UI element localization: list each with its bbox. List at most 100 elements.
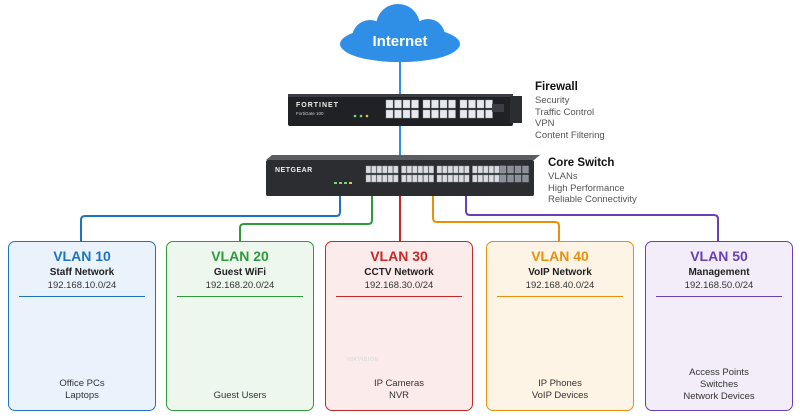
vlan-title: VLAN 10 <box>53 248 111 264</box>
vlan-device-list: Office PCs Laptops <box>9 378 155 402</box>
ethernet-port <box>442 174 448 183</box>
vlan-title: VLAN 20 <box>211 248 269 264</box>
ethernet-port <box>406 165 412 174</box>
vlan-network-name: Guest WiFi <box>213 267 267 278</box>
ethernet-port <box>453 174 459 183</box>
ethernet-port <box>417 174 423 183</box>
ethernet-port <box>428 174 434 183</box>
vlan-device: IP Cameras <box>374 378 424 389</box>
vlan-device-list: Guest Users <box>167 390 313 402</box>
ethernet-port <box>401 174 407 183</box>
ethernet-port <box>476 109 485 119</box>
ethernet-port <box>468 99 476 109</box>
switch-feature: VLANs <box>548 171 578 182</box>
vlan-card-20: VLAN 20 Guest WiFi 192.168.20.0/24 Guest… <box>166 241 314 411</box>
firewall-feature: Security <box>535 95 570 106</box>
ethernet-port <box>477 165 483 174</box>
vlan-network-name: VoIP Network <box>528 267 592 278</box>
vlan-device-list: IP Cameras NVR <box>326 378 472 402</box>
ethernet-port <box>494 174 500 183</box>
vlan-device: Switches <box>699 379 738 390</box>
ethernet-port <box>453 165 459 174</box>
ethernet-port <box>393 174 399 183</box>
ethernet-port <box>459 99 468 109</box>
ethernet-port <box>472 174 478 183</box>
ethernet-port <box>464 165 470 174</box>
ethernet-port <box>442 165 448 174</box>
ethernet-port <box>371 174 377 183</box>
ethernet-port <box>447 174 453 183</box>
vlan-subnet: 192.168.50.0/24 <box>684 280 754 291</box>
ethernet-port <box>401 165 407 174</box>
ethernet-port <box>412 165 418 174</box>
ethernet-port <box>514 174 522 183</box>
ethernet-port <box>447 165 453 174</box>
vlan-device: Guest Users <box>213 390 267 401</box>
ethernet-port <box>477 174 483 183</box>
vlan-card-10: VLAN 10 Staff Network 192.168.10.0/24 Of… <box>8 241 156 411</box>
ethernet-port <box>499 165 507 174</box>
ethernet-port <box>507 165 514 174</box>
switch-brand: NETGEAR <box>275 167 313 174</box>
internet-label: Internet <box>372 33 428 50</box>
vlan-device-list: Access Points Switches Network Devices <box>646 367 792 403</box>
vlan-divider <box>177 296 303 297</box>
vlan-device: Laptops <box>65 390 99 401</box>
ethernet-port <box>476 99 485 109</box>
vlan-divider <box>336 296 462 297</box>
ethernet-port <box>459 109 468 119</box>
ethernet-port <box>458 165 464 174</box>
ethernet-port <box>436 174 442 183</box>
ethernet-port <box>365 174 371 183</box>
ethernet-port <box>458 174 464 183</box>
ethernet-port <box>376 174 382 183</box>
ethernet-port <box>385 109 394 119</box>
ethernet-port <box>522 165 529 174</box>
vlan-divider <box>19 296 145 297</box>
ethernet-port <box>394 99 402 109</box>
vlan20-link <box>239 192 373 241</box>
ethernet-port <box>422 99 431 109</box>
ethernet-port <box>488 165 494 174</box>
vlan-device: Access Points <box>689 367 749 378</box>
firewall-feature: Traffic Control <box>535 106 595 118</box>
ethernet-port <box>394 109 402 119</box>
vlan-network-name: Staff Network <box>49 267 115 278</box>
internet-cloud-icon <box>340 4 460 62</box>
ethernet-port <box>417 165 423 174</box>
vlan-card-30: VLAN 30 CCTV Network 192.168.30.0/24 IP … <box>325 241 473 411</box>
ethernet-port <box>464 174 470 183</box>
firewall-model: FortiGate 100 <box>296 111 324 116</box>
vlan-card-50: VLAN 50 Management 192.168.50.0/24 Acces… <box>645 241 793 411</box>
core-switch <box>266 155 540 196</box>
ethernet-port <box>499 174 507 183</box>
firewall-feature: VPN <box>535 118 555 129</box>
ethernet-port <box>382 165 388 174</box>
ethernet-port <box>472 165 478 174</box>
ethernet-port <box>402 109 411 119</box>
vlan40-link <box>432 192 560 241</box>
ethernet-port <box>371 165 377 174</box>
switch-feature: High Performance <box>548 182 625 194</box>
ethernet-port <box>428 165 434 174</box>
vlan-device: Network Devices <box>683 391 755 402</box>
vlan-divider <box>497 296 623 297</box>
switch-title: Core Switch <box>548 157 615 169</box>
ethernet-port <box>411 99 419 109</box>
vlan-divider <box>656 296 782 297</box>
firewall-feature: Content Filtering <box>535 129 605 141</box>
ethernet-port <box>365 165 371 174</box>
ethernet-port <box>488 174 494 183</box>
vlan-subnet: 192.168.40.0/24 <box>525 280 595 291</box>
nvr-brand: HIKVISION <box>347 357 379 363</box>
vlan-subnet: 192.168.30.0/24 <box>364 280 434 291</box>
switch-caption: Core Switch VLANs High Performance Relia… <box>548 157 637 206</box>
ethernet-port <box>448 109 456 119</box>
vlan50-link <box>465 192 719 241</box>
ethernet-port <box>439 109 448 119</box>
vlan10-link <box>80 192 341 241</box>
ethernet-port <box>448 99 456 109</box>
ethernet-port <box>393 165 399 174</box>
ethernet-port <box>507 174 514 183</box>
ethernet-port <box>483 165 489 174</box>
